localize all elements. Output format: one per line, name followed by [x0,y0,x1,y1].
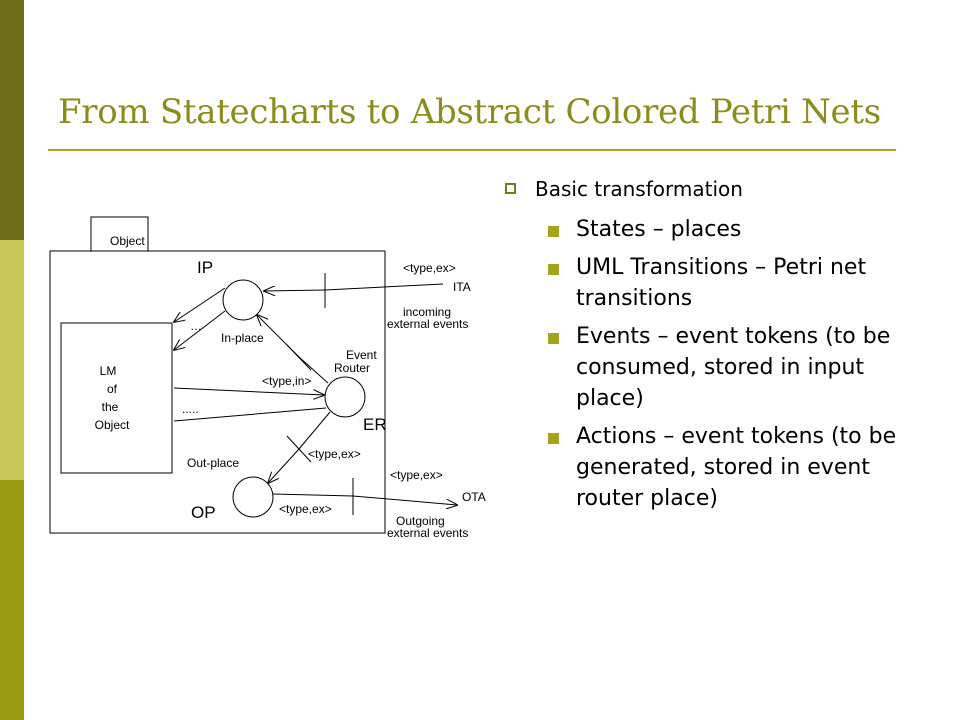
ip-label: IP [197,258,213,277]
square-bullet-icon [548,333,559,344]
square-bullet-icon [548,226,559,237]
event-label: Event [346,348,377,362]
bullet-list: Basic transformation States – places UML… [505,174,905,521]
arc-ita-to-ip [264,290,326,291]
in-place-label: In-place [221,331,264,345]
bullet-sub-text: UML Transitions – Petri net transitions [576,255,867,311]
bullet-sub-1: States – places [505,214,905,245]
arc-er-to-out [298,411,331,450]
type-ex-ita-label: <type,ex> [403,261,456,275]
arc-op-to-ota [272,493,354,497]
dots-top: … [190,319,202,333]
incoming-label: incoming [403,305,451,319]
square-bullet-icon [548,264,559,275]
type-in-label: <type,in> [262,374,311,388]
lm-line-1: LM [100,364,117,378]
arc-ip-lm-1 [174,287,226,322]
lm-line-3: the [102,400,119,414]
hollow-square-bullet-icon [505,183,516,194]
bullet-main: Basic transformation [505,174,905,204]
router-label: Router [334,361,370,375]
type-ex-op-label: <type,ex> [279,502,332,516]
lm-box [60,322,173,474]
sidebar-band-bottom [0,480,24,720]
bullet-sub-text: Events – event tokens (to be consumed, s… [576,324,891,411]
object-box [49,250,386,534]
bullet-sub-text: Actions – event tokens (to be generated,… [576,424,897,511]
sidebar-band-top [0,0,24,240]
place-er [324,376,366,418]
arc-ota-out [352,495,457,505]
lm-line-4: Object [95,418,130,432]
outgoing-ext-label: external events [387,526,468,540]
ita-label: ITA [453,280,471,294]
slide-title: From Statecharts to Abstract Colored Pet… [58,92,881,132]
petri-net-diagram: Object LM of the Object In-place … .....… [49,216,486,540]
bullet-sub-text: States – places [576,217,742,242]
slide-sidebar [0,0,24,720]
arc-in-to-ip [257,315,300,358]
outgoing-label: Outgoing [396,514,445,528]
type-ex-ota-label: <type,ex> [390,468,443,482]
op-label: OP [191,503,216,522]
sidebar-band-middle [0,240,24,480]
object-tab-label: Object [110,234,145,248]
title-rule [48,149,896,151]
arc-lm-to-er [173,387,324,395]
square-bullet-icon [548,433,559,444]
arc-lm-er-2 [173,407,327,422]
dots-mid: ..... [182,402,199,416]
lm-line-2: of [107,382,118,396]
er-label: ER [363,415,387,434]
place-ip [222,279,264,321]
bullet-sub-4: Actions – event tokens (to be generated,… [505,421,905,514]
bullet-sub-3: Events – event tokens (to be consumed, s… [505,321,905,414]
arc-out-to-op [268,448,300,483]
arc-er-to-in [298,356,329,384]
bullet-main-text: Basic transformation [535,177,743,201]
bullet-sub-2: UML Transitions – Petri net transitions [505,252,905,314]
place-op [232,476,274,518]
incoming-ext-label: external events [387,317,468,331]
arc-ita-in [324,283,444,291]
ota-label: OTA [462,490,486,504]
type-ex-er-label: <type,ex> [308,447,361,461]
arc-ip-lm-2 [174,310,226,350]
out-place-label: Out-place [187,456,239,470]
